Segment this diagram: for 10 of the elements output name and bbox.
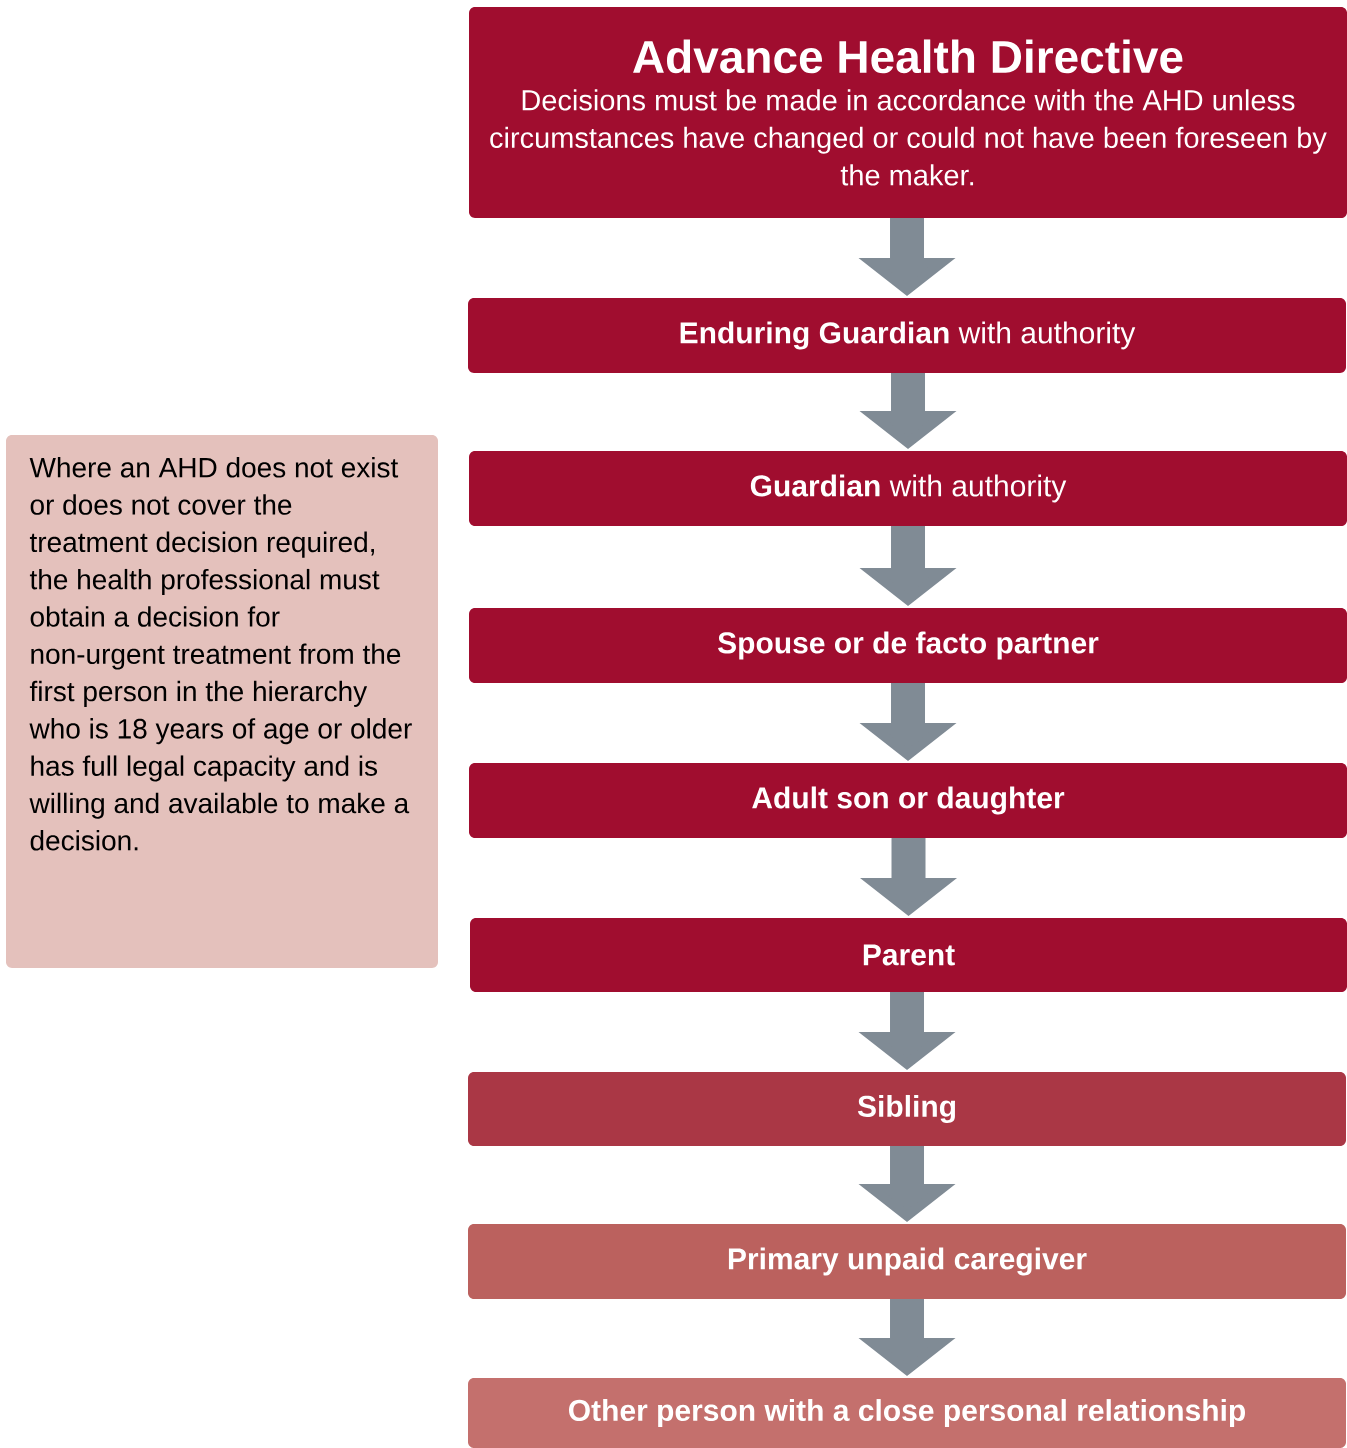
hierarchy-box: Enduring Guardian with authority <box>468 298 1346 373</box>
hierarchy-box: Parent <box>470 918 1347 992</box>
hierarchy-box: Other person with a close personal relationship <box>468 1378 1346 1448</box>
hierarchy-box: Primary unpaid caregiver <box>468 1224 1346 1299</box>
directive-box: Advance Health Directive Decisions must be made in accordance with the AHD unless circumstances have changed or could not have been foreseen by the maker. <box>469 7 1347 218</box>
note-box: Where an AHD does not exist or does not cover the treatment decision required, the health professional must obtain a decision for non-urgent treatment from the first person in the hierarchy who is 18 years of age or older has full legal capacity and is willing and available to make a decision. <box>6 435 438 968</box>
hierarchy-box: Spouse or de facto partner <box>469 608 1347 683</box>
hierarchy-box: Adult son or daughter <box>469 763 1347 838</box>
hierarchy-box: Sibling <box>468 1072 1346 1146</box>
hierarchy-box: Guardian with authority <box>469 451 1347 526</box>
